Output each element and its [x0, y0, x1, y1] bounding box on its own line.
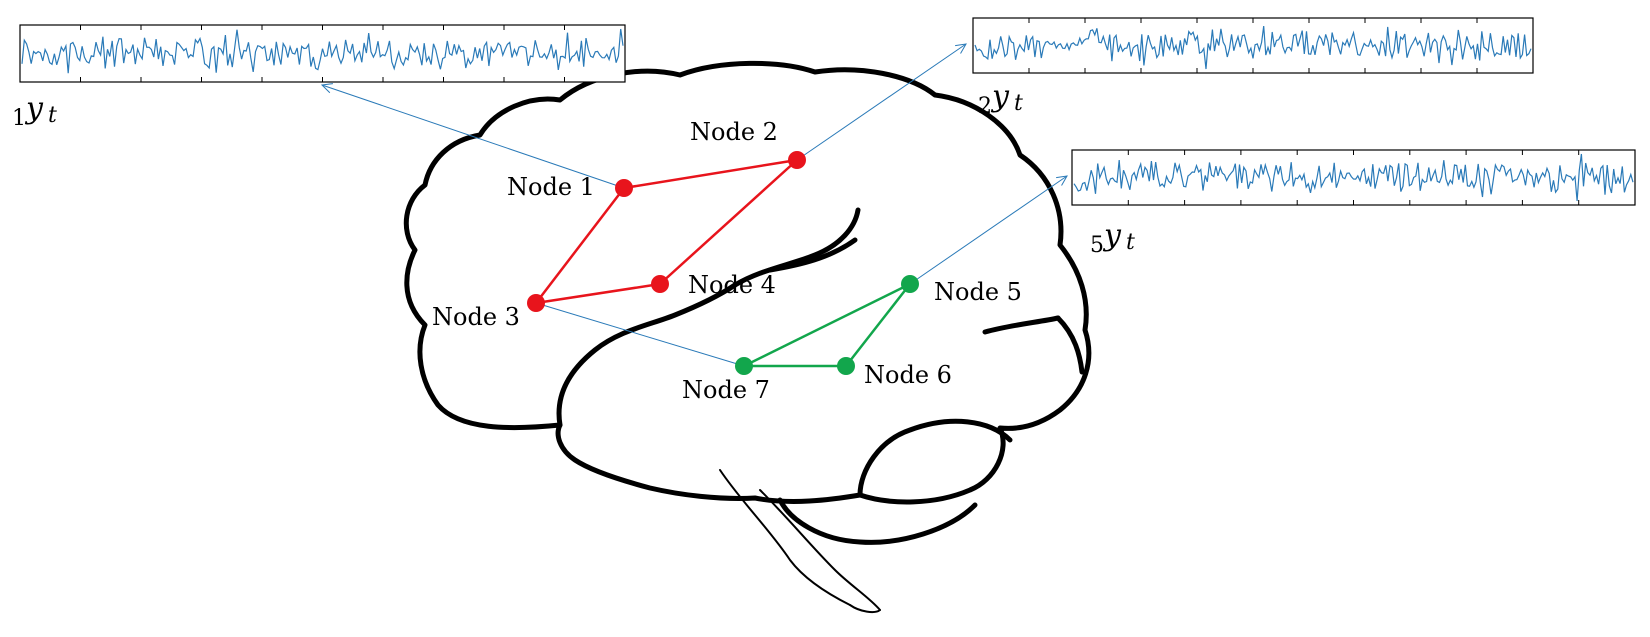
- edge-node3-node1: [535, 187, 625, 304]
- signal-trace-2: [974, 26, 1532, 70]
- signal-panel-ticks-2: [1028, 18, 1478, 73]
- edge-node1-node2: [623, 158, 798, 190]
- signal-panel-frame-5: [1071, 149, 1636, 206]
- pointer-node5: [909, 175, 1068, 285]
- brain-outline: [403, 60, 1092, 614]
- node-label-6: Node 6: [864, 361, 952, 389]
- signal-panel-frame-1: [19, 24, 626, 83]
- edge-node4-node3: [535, 282, 661, 305]
- signal-label-prefix-1: 1: [12, 106, 26, 131]
- edge-node7-node5: [743, 282, 911, 368]
- node2-dot: [788, 151, 806, 169]
- node6-dot: [837, 357, 855, 375]
- signal-panel-ticks-1: [80, 25, 565, 82]
- node-label-1: Node 1: [507, 173, 595, 201]
- node5-dot: [901, 275, 919, 293]
- link-node3-node7: [535, 302, 745, 367]
- signal-panel-2: [972, 17, 1534, 74]
- pointer-node1: [321, 84, 625, 189]
- node7-dot: [735, 357, 753, 375]
- node4-dot: [651, 275, 669, 293]
- signal-label-5: 5 y t: [1090, 218, 1135, 258]
- signal-label-1: 1 y t: [12, 91, 57, 131]
- signal-trace-1: [21, 28, 624, 74]
- signal-panel-1: [19, 24, 626, 83]
- network-nodes: [527, 151, 919, 375]
- signal-label-t-2: t: [1014, 91, 1023, 116]
- pointer-node2-head: [955, 43, 967, 54]
- node-label-3: Node 3: [432, 303, 520, 331]
- signal-label-2: 2 y t: [978, 79, 1023, 119]
- node-label-7: Node 7: [682, 376, 770, 404]
- edge-node5-node6: [845, 283, 911, 367]
- signal-label-prefix-5: 5: [1090, 233, 1104, 258]
- node3-dot: [527, 294, 545, 312]
- signal-label-prefix-2: 2: [978, 94, 992, 119]
- node-label-4: Node 4: [688, 271, 776, 299]
- pointer-node1-head: [320, 83, 333, 94]
- signal-panel-5: [1071, 149, 1636, 206]
- signal-trace-5: [1073, 153, 1634, 202]
- network-edges: [535, 158, 911, 368]
- signal-panel-frame-2: [972, 17, 1534, 74]
- signal-label-main-1: y: [24, 91, 44, 126]
- node1-dot: [615, 179, 633, 197]
- node-label-2: Node 2: [690, 118, 778, 146]
- node-labels: Node 1 Node 2 Node 3 Node 4 Node 5 Node …: [432, 118, 1022, 404]
- pointer-node5-head: [1056, 175, 1068, 186]
- signal-panel-ticks-5: [1127, 150, 1580, 205]
- signal-label-main-2: y: [990, 79, 1010, 114]
- signal-label-main-5: y: [1102, 218, 1122, 253]
- pointer-node2: [796, 43, 967, 161]
- node-label-5: Node 5: [934, 278, 1022, 306]
- edge-node2-node4: [659, 159, 798, 285]
- signal-label-t-5: t: [1126, 230, 1135, 255]
- pointer-lines: [320, 43, 1068, 367]
- signal-label-t-1: t: [48, 103, 57, 128]
